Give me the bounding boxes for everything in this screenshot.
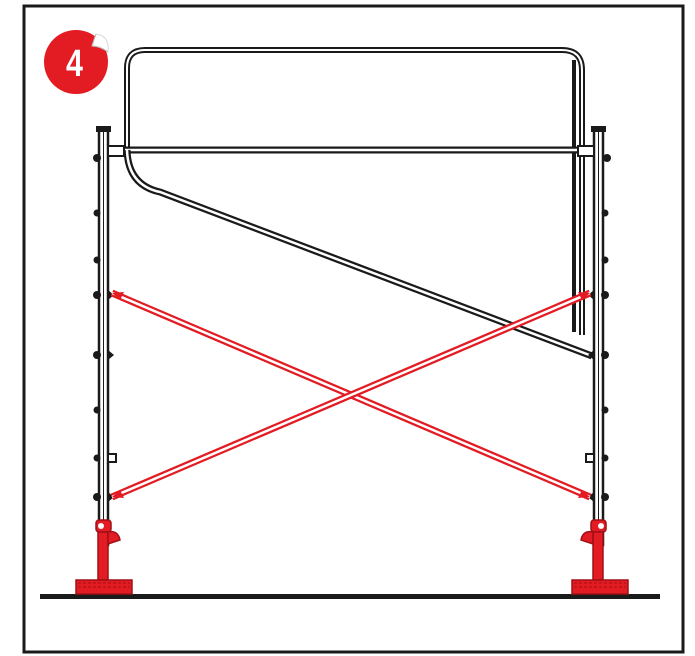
left-base-plate-icon	[75, 519, 133, 595]
ground-line	[40, 594, 660, 599]
cross-brace-b	[110, 289, 592, 501]
step-badge-icon	[44, 30, 109, 94]
left-upright	[93, 126, 125, 547]
step-number: 4	[65, 42, 83, 85]
cross-brace-icon	[110, 289, 592, 501]
guardrail-frame-icon	[108, 47, 594, 360]
diagram-border	[22, 4, 685, 654]
right-base-plate-icon	[571, 519, 629, 595]
